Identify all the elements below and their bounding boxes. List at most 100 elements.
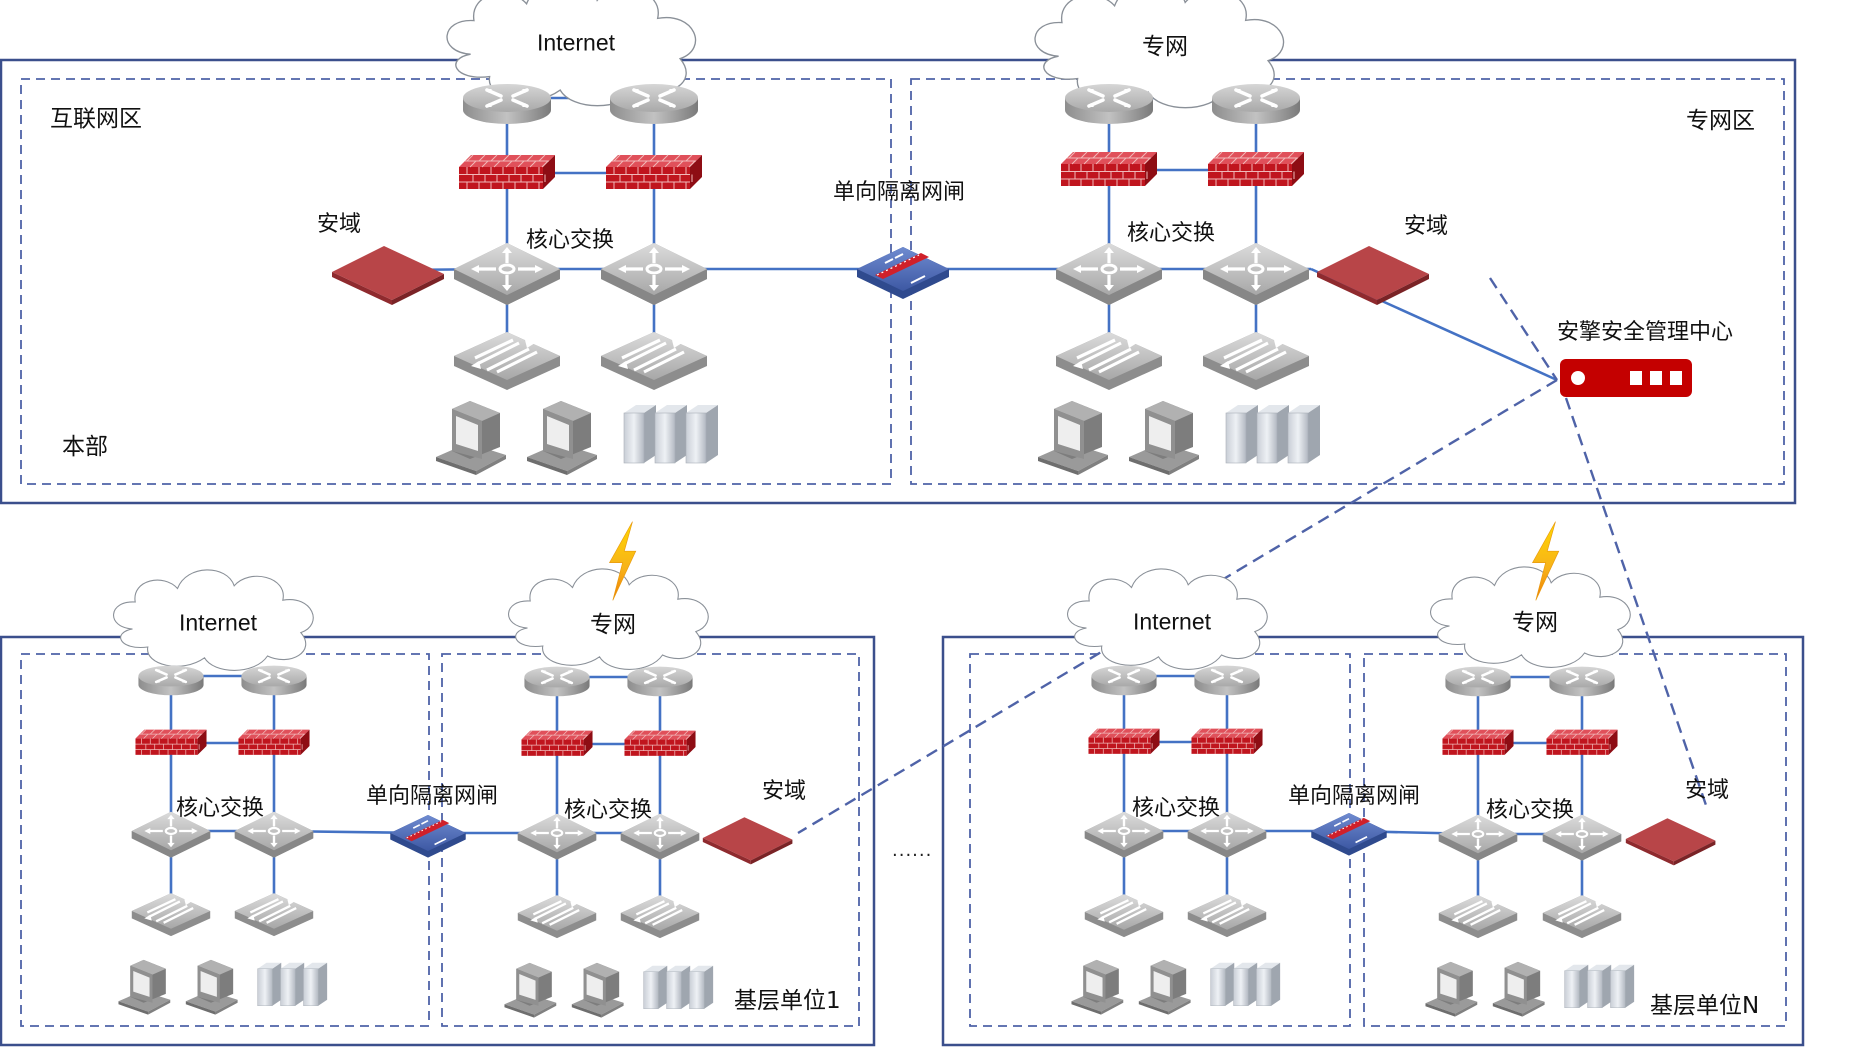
branch1-gateway-icon [390, 814, 466, 858]
hq-gateway-label: 单向隔离网闸 [833, 180, 966, 205]
branchN-private-cloud-label: 专网 [1512, 609, 1558, 635]
branch1-private-cloud-label: 专网 [590, 611, 636, 637]
hq-private-router-2-icon [1212, 84, 1300, 124]
branchN-gateway-icon [1311, 812, 1387, 856]
branchN-private-access-switch-1-icon [1438, 895, 1518, 939]
branchN-internet-servers-icon [1210, 962, 1281, 1006]
hq-frame [0, 58, 1797, 505]
hq-private-servers-icon [1225, 405, 1320, 464]
hq-private-core-switch-2-icon [1203, 243, 1309, 305]
management-center-icon [1560, 359, 1692, 397]
branch1-name-label: 基层单位1 [734, 988, 841, 1014]
hq-core-switch-left-label: 核心交换 [526, 228, 615, 253]
hq-internet-router-1-icon [463, 84, 551, 124]
branch1-security-domain-right-icon [702, 817, 793, 865]
branchN-private-router-1-icon [1445, 666, 1511, 697]
hq-private-zone [910, 78, 1785, 485]
hq-security-domain-left-label: 安域 [317, 212, 362, 237]
hq-internet-pc-1-icon [436, 401, 506, 475]
branchN-internet-pc-1-icon [1071, 959, 1124, 1015]
branch1-internet-firewall-2-icon [238, 729, 310, 755]
cloud-shape [1430, 566, 1631, 668]
branch1-frame [0, 635, 876, 1047]
branch1-private-router-1-icon [524, 666, 590, 697]
branch1-private-zone [441, 653, 860, 1027]
branch1-private-access-switch-2-icon [620, 895, 700, 939]
branchN-core-switch-left-label: 核心交换 [1132, 796, 1221, 821]
branch1-internet-access-switch-1-icon [131, 893, 211, 937]
branch1-internet-pc-1-icon [118, 959, 171, 1015]
hq-security-domain-right-icon [1317, 246, 1429, 305]
zone-label-internet: 互联网区 [50, 106, 142, 132]
mgmt-center-label: 安擎安全管理中心 [1557, 320, 1734, 345]
hq-label: 本部 [62, 434, 108, 460]
hq-internet-access-switch-2-icon [601, 332, 707, 390]
branch1-internet-core-switch-1-icon [131, 811, 211, 858]
hq-private-firewall-2-icon [1208, 151, 1304, 186]
branchN-security-domain-right-icon [1625, 818, 1716, 866]
branch1-internet-router-2-icon [241, 665, 307, 696]
hq-internet-servers-icon [623, 405, 718, 464]
branch1-lightning-icon [608, 521, 637, 601]
cloud-shape [508, 568, 709, 670]
hq-private-access-switch-2-icon [1203, 332, 1309, 390]
hq-internet-firewall-2-icon [606, 154, 702, 189]
hq-internet-router-2-icon [610, 84, 698, 124]
branch1-internet-cloud-label: Internet [179, 609, 257, 636]
branch1-core-switch-left-label: 核心交换 [176, 796, 265, 821]
hq-internet-cloud-label: Internet [537, 29, 615, 56]
hq-private-cloud-label: 专网 [1142, 33, 1188, 59]
zone-label-private: 专网区 [1686, 108, 1755, 134]
branchN-lightning-icon [1531, 521, 1560, 601]
branchN-private-firewall-2-icon [1546, 729, 1618, 755]
branchN-name-label: 基层单位N [1650, 993, 1760, 1019]
branch1-private-access-switch-1-icon [517, 895, 597, 939]
branch1-private-servers-icon [643, 965, 714, 1009]
hq-private-pc-1-icon [1038, 401, 1108, 475]
devices-layer [113, 0, 1716, 1018]
branchN-private-pc-1-icon [1425, 961, 1478, 1017]
branchN-internet-cloud-label: Internet [1133, 608, 1211, 635]
branch1-private-core-switch-1-icon [517, 813, 597, 860]
hq-security-domain-left-icon [332, 246, 444, 305]
branch1-core-switch-right-label: 核心交换 [564, 798, 653, 823]
hq-private-firewall-1-icon [1061, 151, 1157, 186]
branchN-internet-access-switch-2-icon [1187, 894, 1267, 938]
hq-internet-pc-2-icon [527, 401, 597, 475]
hq-private-access-switch-1-icon [1056, 332, 1162, 390]
branchN-private-servers-icon [1564, 964, 1635, 1008]
branchN-private-router-2-icon [1549, 666, 1615, 697]
hq-internet-firewall-1-icon [459, 154, 555, 189]
branchN-internet-access-switch-1-icon [1084, 894, 1164, 938]
branchN-frame [941, 635, 1805, 1047]
branch1-private-core-switch-2-icon [620, 813, 700, 860]
branchN-internet-cloud-icon [1067, 568, 1268, 670]
branchN-private-core-switch-2-icon [1542, 814, 1622, 861]
hq-security-domain-right-label: 安域 [1404, 214, 1449, 239]
cloud-shape [1067, 568, 1268, 670]
branchN-core-switch-right-label: 核心交换 [1486, 798, 1575, 823]
branchN-internet-firewall-2-icon [1191, 728, 1263, 754]
branch1-internet-core-switch-2-icon [234, 811, 314, 858]
hq-private-pc-2-icon [1129, 401, 1199, 475]
branchN-internet-router-1-icon [1091, 665, 1157, 696]
branch1-private-pc-1-icon [504, 962, 557, 1018]
branchN-gateway-label: 单向隔离网闸 [1288, 784, 1421, 809]
branch1-private-firewall-1-icon [521, 730, 593, 756]
branch1-security-domain-label: 安域 [762, 779, 807, 804]
branchN-private-core-switch-1-icon [1438, 814, 1518, 861]
hq-gateway-icon [857, 247, 949, 299]
branchN-internet-router-2-icon [1194, 665, 1260, 696]
branchN-private-pc-2-icon [1492, 961, 1545, 1017]
branch1-internet-pc-2-icon [185, 959, 238, 1015]
branch1-private-firewall-2-icon [624, 730, 696, 756]
mgmt-branchN-secdomain-dashed-link [1564, 397, 1710, 812]
branchN-internet-core-switch-1-icon [1084, 811, 1164, 858]
hq-internet-core-switch-2-icon [601, 243, 707, 305]
branchN-internet-pc-2-icon [1138, 959, 1191, 1015]
branch1-private-router-2-icon [627, 666, 693, 697]
hq-internet-access-switch-1-icon [454, 332, 560, 390]
branch1-private-cloud-icon [508, 568, 709, 670]
hq-private-core-switch-1-icon [1056, 243, 1162, 305]
